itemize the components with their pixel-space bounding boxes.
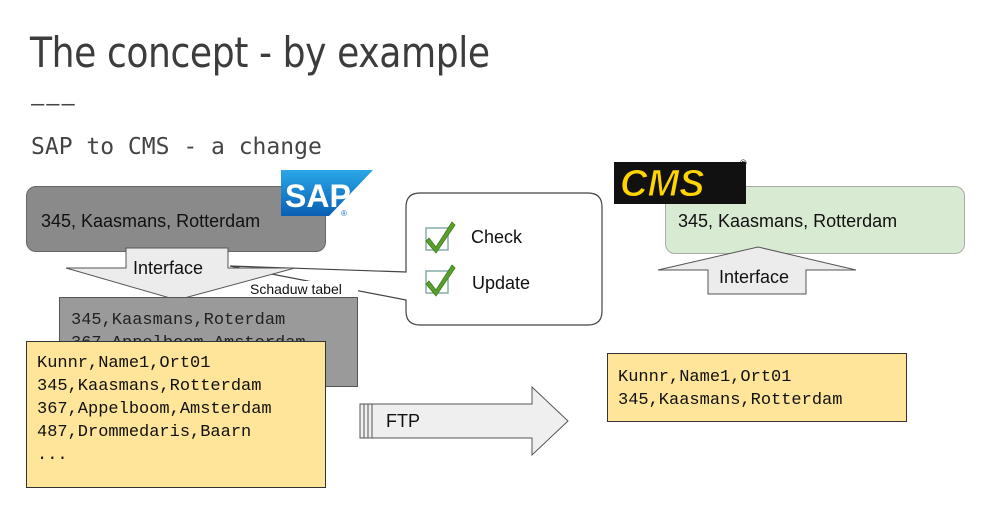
svg-text:®: ® xyxy=(740,158,747,168)
callout-bubble xyxy=(229,192,603,326)
cms-logo: CMS ® xyxy=(614,158,747,206)
svg-text:®: ® xyxy=(341,209,347,218)
ftp-arrow xyxy=(359,385,569,457)
cms-file-line: Kunnr,Name1,Ort01 xyxy=(618,368,792,387)
sap-interface-arrow xyxy=(65,247,296,301)
check-icon xyxy=(425,264,456,297)
sap-logo: SAP ® xyxy=(281,170,373,218)
title-divider: ——— xyxy=(31,92,77,117)
export-file-line: Kunnr,Name1,Ort01 xyxy=(37,354,211,373)
check-icon xyxy=(425,221,456,254)
sap-interface-label: Interface xyxy=(133,258,204,278)
export-file: Kunnr,Name1,Ort01 345,Kaasmans,Rotterdam… xyxy=(26,341,326,488)
shadow-table-label: Schaduw tabel xyxy=(250,281,358,298)
sap-logo-text: SAP xyxy=(285,178,351,214)
cms-record-text: 345, Kaasmans, Rotterdam xyxy=(678,211,898,231)
slide-subtitle: SAP to CMS - a change xyxy=(31,134,322,160)
cms-interface-label: Interface xyxy=(719,267,790,287)
export-file-line: 487,Drommedaris,Baarn xyxy=(37,423,252,442)
export-file-line: 345,Kaasmans,Rotterdam xyxy=(37,377,262,396)
cms-file-line: 345,Kaasmans,Rotterdam xyxy=(618,391,843,410)
cms-interface-arrow xyxy=(657,246,857,295)
shadow-table-line: 345,Kaasmans,Roterdam xyxy=(71,311,286,330)
callout-item-update: Update xyxy=(472,273,531,293)
cms-file: Kunnr,Name1,Ort01 345,Kaasmans,Rotterdam xyxy=(607,353,907,422)
callout-item-check: Check xyxy=(471,227,523,247)
export-file-line: ... xyxy=(37,446,68,465)
sap-record-text: 345, Kaasmans, Rotterdam xyxy=(41,211,261,231)
cms-logo-text: CMS xyxy=(620,163,704,205)
export-file-line: 367,Appelboom,Amsterdam xyxy=(37,400,272,419)
ftp-label: FTP xyxy=(386,411,420,431)
sap-record-box: 345, Kaasmans, Rotterdam xyxy=(26,186,326,252)
slide-title: The concept - by example xyxy=(30,28,490,77)
cms-record-box: 345, Kaasmans, Rotterdam xyxy=(665,186,965,254)
